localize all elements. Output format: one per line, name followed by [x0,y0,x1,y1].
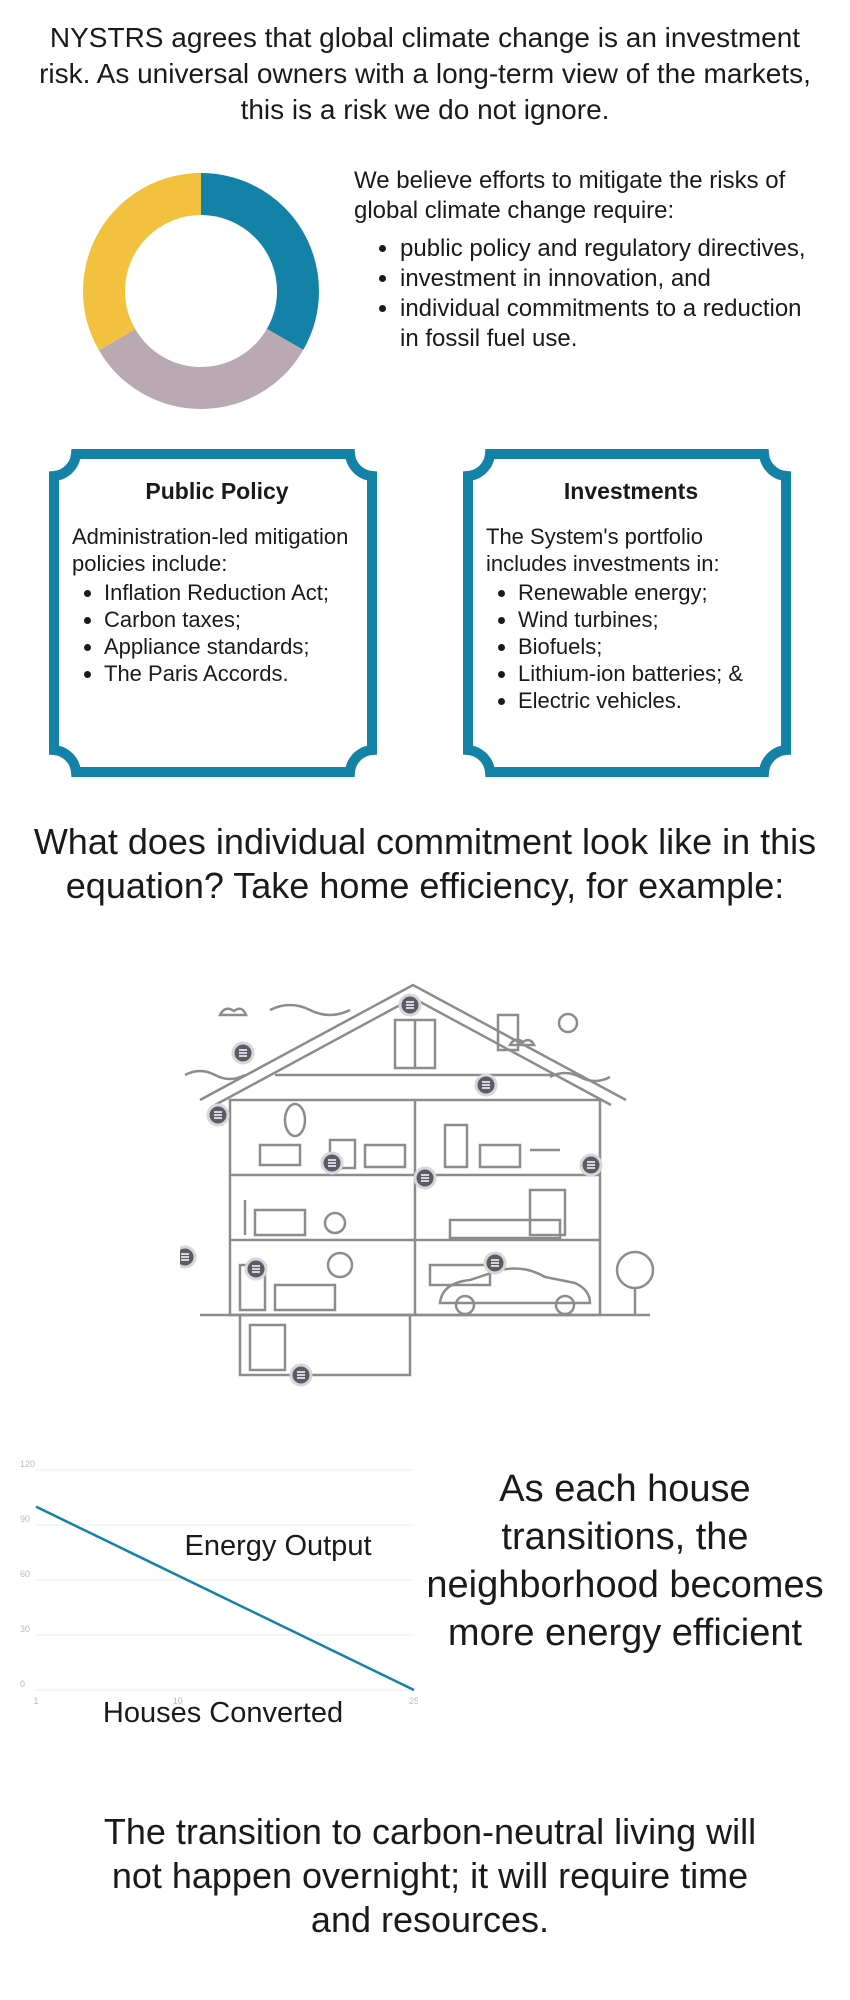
x-tick-label: 1 [33,1696,38,1706]
menu-icon[interactable] [244,1257,268,1281]
beliefs-block: We believe efforts to mitigate the risks… [354,166,814,354]
policy-list: Inflation Reduction Act; Carbon taxes; A… [72,579,362,687]
investments-item: Biofuels; [518,633,776,660]
intro-text: NYSTRS agrees that global climate change… [39,22,811,125]
investments-title: Investments [563,478,699,504]
x-tick-label: 10 [173,1696,183,1706]
menu-icon[interactable] [180,1245,197,1269]
closing-text: The transition to carbon-neutral living … [103,1811,757,1940]
beliefs-list: public policy and regulatory directives,… [354,234,814,354]
policy-item: The Paris Accords. [104,660,362,687]
policy-item: Carbon taxes; [104,606,362,633]
public-policy-card: Public Policy Administration-led mitigat… [48,448,378,778]
policy-item: Inflation Reduction Act; [104,579,362,606]
menu-icon[interactable] [483,1251,507,1275]
policy-item: Appliance standards; [104,633,362,660]
x-tick-label: 25 [409,1696,418,1706]
beliefs-item: public policy and regulatory directives, [400,234,814,264]
question-heading: What does individual commitment look lik… [33,821,817,906]
y-tick-label: 90 [20,1514,30,1524]
menu-icon[interactable] [320,1151,344,1175]
donut-segment [83,173,319,409]
donut-segment [83,173,319,409]
scalloped-frame [463,449,791,777]
y-tick-label: 120 [20,1459,35,1469]
investments-list: Renewable energy; Wind turbines; Biofuel… [486,579,776,714]
investments-item: Renewable energy; [518,579,776,606]
donut-chart [83,173,319,409]
policy-intro: Administration-led mitigation policies i… [72,524,349,576]
investments-card: Investments The System's portfolio inclu… [462,448,792,778]
policy-title: Public Policy [145,478,289,504]
menu-icon[interactable] [289,1363,313,1387]
menu-icon[interactable] [231,1041,255,1065]
y-tick-label: 0 [20,1679,25,1689]
beliefs-item: investment in innovation, and [400,264,814,294]
menu-icon[interactable] [579,1153,603,1177]
menu-icon[interactable] [413,1166,437,1190]
y-tick-label: 60 [20,1569,30,1579]
menu-icon[interactable] [398,993,422,1017]
y-axis-label: Energy Output [185,1530,372,1562]
series-line [35,1505,415,1692]
chart-caption: As each house transitions, the neighborh… [426,1468,824,1654]
menu-icon[interactable] [206,1103,230,1127]
investments-item: Electric vehicles. [518,687,776,714]
x-axis-label: Houses Converted [103,1697,343,1729]
y-tick-label: 30 [20,1624,30,1634]
scalloped-frame [49,449,377,777]
beliefs-item: individual commitments to a reduction in… [400,294,814,354]
investments-item: Lithium-ion batteries; & [518,660,776,687]
menu-icon[interactable] [474,1073,498,1097]
investments-intro: The System's portfolio includes investme… [486,524,720,576]
hotspot-markers [180,993,603,1387]
beliefs-lead: We believe efforts to mitigate the risks… [354,167,786,224]
investments-item: Wind turbines; [518,606,776,633]
line-chart: 0 30 60 90 120 1 10 25 Energy Output Houses Con… [20,1459,418,1729]
house-illustration [180,983,655,1387]
